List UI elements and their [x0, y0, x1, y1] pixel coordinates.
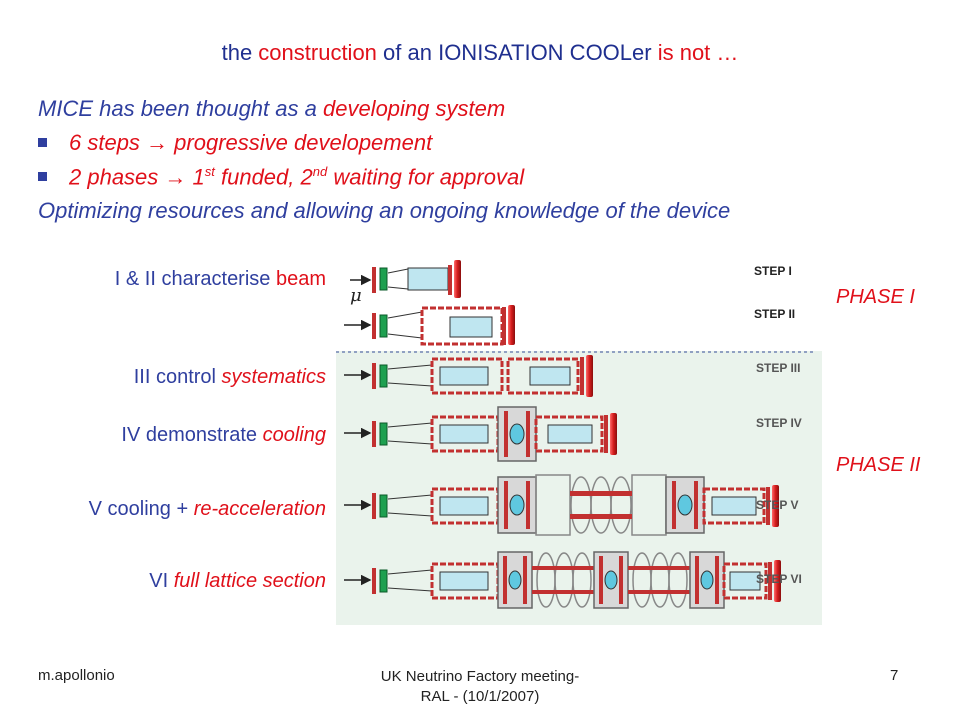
step-1-row: μ	[350, 260, 461, 306]
bullet-icon	[38, 172, 47, 182]
step-2-tag: STEP II	[754, 307, 795, 321]
step-1-tag: STEP I	[754, 264, 792, 278]
mice-steps-diagram: μ	[336, 260, 822, 625]
intro-line-1: MICE has been thought as a developing sy…	[38, 96, 506, 121]
slide-title: the construction of an IONISATION COOLer…	[221, 40, 739, 65]
step-2-row	[344, 305, 515, 346]
phase-2-label: PHASE II	[836, 454, 921, 476]
footer-page-number: 7	[890, 667, 899, 684]
footer-event: UK Neutrino Factory meeting- RAL - (10/1…	[380, 668, 580, 705]
intro-line-4: Optimizing resources and allowing an ong…	[38, 198, 731, 223]
bullet-icon	[38, 137, 47, 147]
step-4-row	[344, 406, 617, 462]
step-label-4: IV demonstrate cooling	[121, 424, 326, 446]
footer-author: m.apollonio	[38, 667, 115, 684]
step-label-5: V cooling + re-acceleration	[88, 498, 326, 520]
step-3-row	[344, 355, 593, 397]
step-6-tag: STEP VI	[756, 572, 802, 586]
step-6-row	[344, 551, 781, 609]
intro-bullet-1: 6 steps → progressive developement	[38, 130, 432, 156]
step-5-row	[344, 474, 779, 536]
phase-1-label: PHASE I	[836, 286, 915, 308]
step-label-6: VI full lattice section	[149, 570, 326, 592]
intro-bullet-2: 2 phases → 1st funded, 2nd waiting for a…	[38, 164, 524, 190]
step-5-tag: STEP V	[756, 498, 798, 512]
step-label-3: III control systematics	[133, 366, 326, 388]
step-3-tag: STEP III	[756, 361, 800, 375]
step-4-tag: STEP IV	[756, 416, 802, 430]
muon-symbol: μ	[350, 285, 362, 306]
step-label-1-2: I & II characterise beam	[114, 268, 326, 290]
